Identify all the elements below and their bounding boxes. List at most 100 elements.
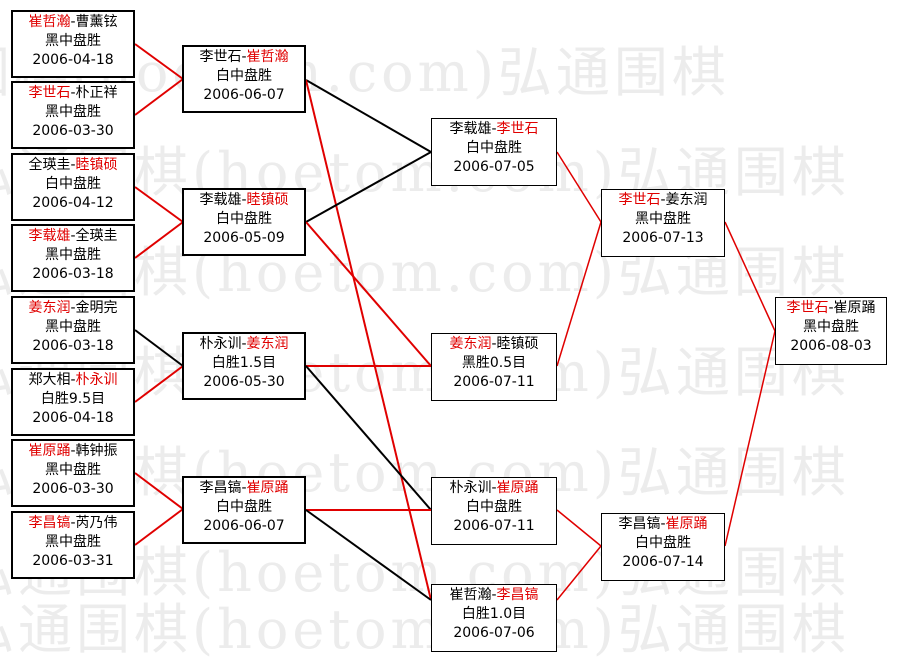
- match-result: 白胜1.0目: [461, 606, 527, 622]
- match-box-round3: 崔哲瀚-李昌镐 白胜1.0目 2006-07-06: [431, 584, 557, 652]
- match-date: 2006-07-11: [453, 374, 535, 390]
- connector-line: [134, 472, 184, 510]
- match-result: 白中盘胜: [635, 535, 691, 551]
- player-name: 睦镇硕: [496, 336, 539, 352]
- connector-line: [134, 365, 184, 403]
- player-name: 李世石: [28, 85, 71, 101]
- match-box-round1: 全瑛圭-睦镇硕 白中盘胜 2006-04-12: [11, 153, 135, 221]
- player-name: 崔哲瀚: [246, 49, 289, 65]
- connector-line: [305, 151, 432, 223]
- match-date: 2006-08-03: [790, 338, 872, 354]
- match-result: 黑中盘胜: [45, 319, 101, 335]
- connector-line: [134, 43, 184, 80]
- connector-line: [724, 330, 776, 547]
- player-name: 朴永训: [199, 336, 242, 352]
- match-date: 2006-05-30: [203, 374, 285, 390]
- player-name: 李载雄: [199, 192, 242, 208]
- match-box-round2: 朴永训-姜东润 白胜1.5目 2006-05-30: [182, 332, 306, 400]
- match-date: 2006-07-13: [622, 230, 704, 246]
- player-name: 崔原踊: [28, 443, 71, 459]
- connector-line: [556, 545, 602, 601]
- match-box-round4: 李世石-姜东润 黑中盘胜 2006-07-13: [601, 189, 725, 257]
- player-name: 曹薰铉: [75, 14, 118, 30]
- player-name: 睦镇硕: [246, 192, 289, 208]
- player-name: 姜东润: [246, 336, 289, 352]
- match-date: 2006-05-09: [203, 230, 285, 246]
- match-date: 2006-03-18: [32, 338, 114, 354]
- match-box-round3: 李载雄-李世石 白中盘胜 2006-07-05: [431, 118, 557, 186]
- player-name: 李世石: [618, 192, 661, 208]
- match-box-round3: 姜东润-睦镇硕 黑胜0.5目 2006-07-11: [431, 333, 557, 401]
- player-name: 崔哲瀚: [449, 587, 492, 603]
- player-name: 全瑛圭: [75, 228, 118, 244]
- match-date: 2006-07-11: [453, 518, 535, 534]
- player-name: 崔原踊: [665, 516, 708, 532]
- match-result: 黑中盘胜: [45, 462, 101, 478]
- match-result: 白中盘胜: [216, 211, 272, 227]
- player-name: 李昌镐: [496, 587, 539, 603]
- match-box-round1: 李载雄-全瑛圭 黑中盘胜 2006-03-18: [11, 224, 135, 292]
- player-name: 睦镇硕: [75, 157, 118, 173]
- match-result: 白中盘胜: [45, 176, 101, 192]
- connector-line: [305, 221, 432, 367]
- player-name: 全瑛圭: [28, 157, 71, 173]
- connector-line: [305, 509, 432, 601]
- match-box-round1: 李昌镐-芮乃伟 黑中盘胜 2006-03-31: [11, 511, 135, 579]
- player-name: 朴正祥: [75, 85, 118, 101]
- match-result: 白中盘胜: [216, 499, 272, 515]
- match-result: 黑中盘胜: [45, 33, 101, 49]
- player-name: 姜东润: [28, 300, 71, 316]
- player-name: 李载雄: [28, 228, 71, 244]
- connector-line: [134, 221, 184, 259]
- match-result: 白中盘胜: [466, 499, 522, 515]
- match-date: 2006-07-14: [622, 554, 704, 570]
- connector-line: [134, 186, 184, 223]
- player-name: 李世石: [786, 300, 829, 316]
- match-result: 黑中盘胜: [803, 319, 859, 335]
- match-result: 黑中盘胜: [45, 247, 101, 263]
- connector-line: [556, 509, 602, 547]
- match-date: 2006-04-18: [32, 410, 114, 426]
- match-result: 黑中盘胜: [45, 104, 101, 120]
- match-date: 2006-07-06: [453, 625, 535, 641]
- player-name: 金明完: [75, 300, 118, 316]
- match-box-round1: 崔原踊-韩钟振 黑中盘胜 2006-03-30: [11, 439, 135, 507]
- match-date: 2006-06-07: [203, 518, 285, 534]
- connector-line: [556, 151, 602, 223]
- match-date: 2006-03-18: [32, 266, 114, 282]
- player-name: 韩钟振: [75, 443, 118, 459]
- match-date: 2006-03-30: [32, 481, 114, 497]
- player-name: 崔原踊: [496, 480, 539, 496]
- connector-line: [305, 365, 432, 511]
- connector-line: [724, 221, 776, 332]
- match-box-final: 李世石-崔原踊 黑中盘胜 2006-08-03: [775, 297, 887, 365]
- player-name: 崔原踊: [246, 480, 289, 496]
- match-date: 2006-04-12: [32, 195, 114, 211]
- match-result: 黑胜0.5目: [461, 355, 527, 371]
- player-name: 李昌镐: [618, 516, 661, 532]
- match-result: 白中盘胜: [466, 140, 522, 156]
- match-result: 黑中盘胜: [635, 211, 691, 227]
- match-box-round1: 崔哲瀚-曹薰铉 黑中盘胜 2006-04-18: [11, 10, 135, 78]
- player-name: 李世石: [199, 49, 242, 65]
- connector-line: [556, 221, 602, 367]
- match-result: 白胜1.5目: [211, 355, 277, 371]
- match-date: 2006-03-31: [32, 553, 114, 569]
- player-name: 姜东润: [665, 192, 708, 208]
- match-date: 2006-03-30: [32, 123, 114, 139]
- player-name: 芮乃伟: [75, 515, 118, 531]
- player-name: 李昌镐: [199, 480, 242, 496]
- match-box-round1: 姜东润-金明完 黑中盘胜 2006-03-18: [11, 296, 135, 364]
- player-name: 崔哲瀚: [28, 14, 71, 30]
- match-box-round1: 李世石-朴正祥 黑中盘胜 2006-03-30: [11, 81, 135, 149]
- match-box-round1: 郑大相-朴永训 白胜9.5目 2006-04-18: [11, 368, 135, 436]
- match-box-round3: 朴永训-崔原踊 白中盘胜 2006-07-11: [431, 477, 557, 545]
- connector-line: [134, 78, 184, 116]
- player-name: 姜东润: [449, 336, 492, 352]
- player-name: 李世石: [496, 121, 539, 137]
- match-date: 2006-06-07: [203, 87, 285, 103]
- match-box-round2: 李昌镐-崔原踊 白中盘胜 2006-06-07: [182, 476, 306, 544]
- player-name: 朴永训: [449, 480, 492, 496]
- player-name: 李昌镐: [28, 515, 71, 531]
